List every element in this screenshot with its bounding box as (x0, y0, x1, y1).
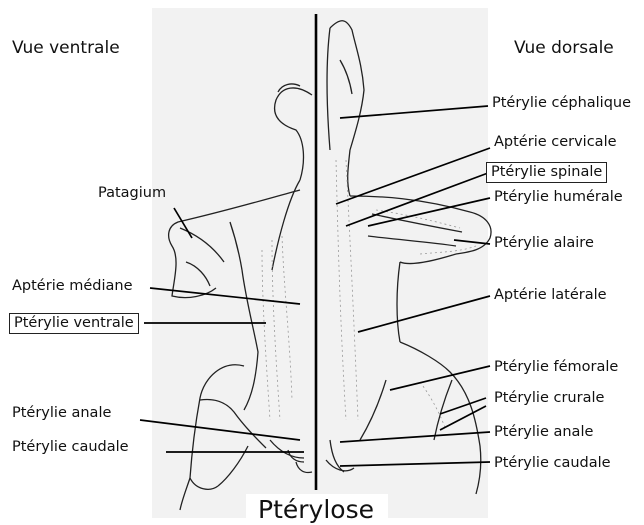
label-right-pterylie-caudale: Ptérylie caudale (494, 456, 611, 471)
label-pterylie-cephalique: Ptérylie céphalique (492, 96, 631, 111)
label-pterylie-spinale: Ptérylie spinale (486, 162, 607, 183)
illustration-paper (152, 8, 488, 518)
label-apterie-cervicale: Aptérie cervicale (494, 135, 617, 150)
label-apterie-mediane: Aptérie médiane (12, 279, 133, 294)
label-left-pterylie-anale: Ptérylie anale (12, 406, 111, 421)
main-title: Ptérylose (258, 497, 374, 522)
label-pterylie-femorale: Ptérylie fémorale (494, 360, 618, 375)
ventral-view-heading: Vue ventrale (12, 40, 120, 57)
label-pterylie-ventrale: Ptérylie ventrale (9, 313, 139, 334)
label-pterylie-alaire: Ptérylie alaire (494, 236, 594, 251)
dorsal-view-heading: Vue dorsale (514, 40, 614, 57)
label-left-pterylie-caudale: Ptérylie caudale (12, 440, 129, 455)
label-right-pterylie-anale: Ptérylie anale (494, 425, 593, 440)
label-patagium: Patagium (98, 186, 166, 201)
label-apterie-laterale: Aptérie latérale (494, 288, 607, 303)
label-pterylie-crurale: Ptérylie crurale (494, 391, 604, 406)
label-pterylie-humerale: Ptérylie humérale (494, 190, 623, 205)
